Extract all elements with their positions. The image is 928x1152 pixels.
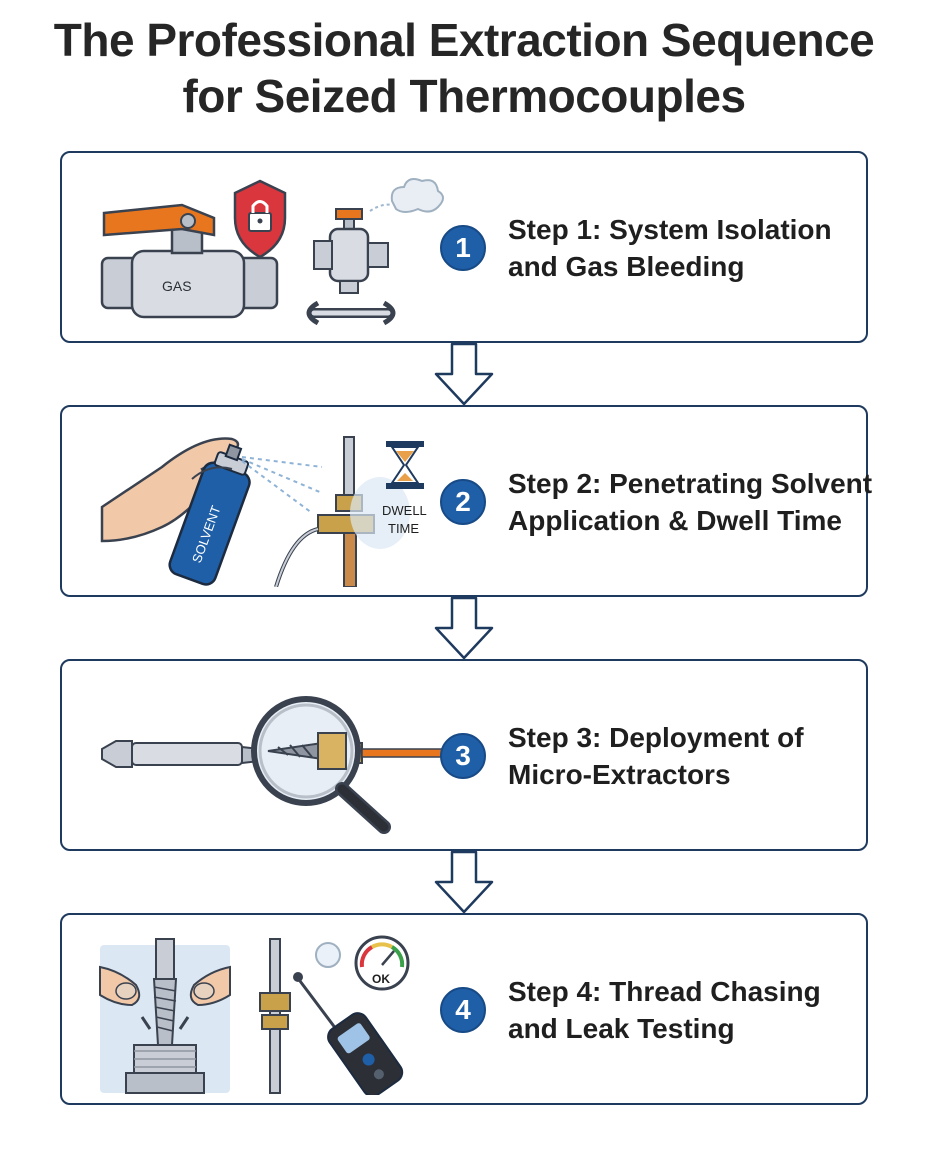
step-number-badge: 4 <box>440 987 486 1033</box>
padlock-shield-icon <box>233 179 287 259</box>
thread-chaser-icon <box>99 938 231 1094</box>
step-title-line-1: Step 1: System Isolation <box>508 214 832 245</box>
step-2-illustration: SOLVENT DWELL TIME <box>100 436 427 587</box>
page-title-line-1: The Professional Extraction Sequence <box>53 14 875 66</box>
down-arrow-icon <box>434 850 494 914</box>
wrench-icon <box>306 300 396 326</box>
step-1-illustration: GAS <box>100 178 444 326</box>
gauge-icon: OK <box>354 935 410 991</box>
step-card-4: OK 4 Step 4: Thread Chasing and Leak Tes… <box>60 913 868 1105</box>
pipe-fitting-icon <box>259 938 291 1094</box>
step-4-illustration: OK <box>99 935 410 1095</box>
extractor-bit-icon <box>101 740 277 768</box>
step-card-3: 3 Step 3: Deployment of Micro-Extractors <box>60 659 868 851</box>
step-title: Step 3: Deployment of Micro-Extractors <box>508 719 858 793</box>
down-arrow-icon <box>434 342 494 406</box>
step-title-line-2: and Gas Bleeding <box>508 251 745 282</box>
step-title-line-2: Application & Dwell Time <box>508 505 842 536</box>
step-number-badge: 2 <box>440 479 486 525</box>
page-title: The Professional Extraction Sequence for… <box>0 12 928 124</box>
page-title-line-2: for Seized Thermocouples <box>182 70 746 122</box>
step-title-line-2: and Leak Testing <box>508 1013 735 1044</box>
step-title-line-1: Step 3: Deployment of <box>508 722 804 753</box>
hand-spray-can-icon: SOLVENT <box>100 437 323 586</box>
step-title-line-1: Step 2: Penetrating Solvent <box>508 468 873 499</box>
gas-valve-icon: GAS <box>100 203 279 319</box>
step-title-line-1: Step 4: Thread Chasing <box>508 976 821 1007</box>
leak-detector-icon <box>293 942 404 1095</box>
step-number-badge: 1 <box>440 225 486 271</box>
step-title: Step 1: System Isolation and Gas Bleedin… <box>508 211 858 285</box>
ok-label: OK <box>372 972 390 986</box>
step-card-2: SOLVENT DWELL TIME 2 Step 2: Penetra <box>60 405 873 597</box>
hourglass-icon: DWELL TIME <box>382 441 427 536</box>
step-3-illustration <box>101 696 443 834</box>
step-title: Step 2: Penetrating Solvent Application … <box>508 465 873 539</box>
dwell-label: DWELL <box>382 503 427 518</box>
thermocouple-fitting-icon <box>274 436 410 587</box>
gas-label: GAS <box>162 278 192 294</box>
bleed-valve-icon <box>313 178 444 294</box>
time-label: TIME <box>388 521 419 536</box>
step-title-line-2: Micro-Extractors <box>508 759 731 790</box>
step-title: Step 4: Thread Chasing and Leak Testing <box>508 973 858 1047</box>
magnifier-icon <box>251 696 391 834</box>
down-arrow-icon <box>434 596 494 660</box>
step-card-1: GAS 1 Step 1: System Isola <box>60 151 868 343</box>
step-number-badge: 3 <box>440 733 486 779</box>
